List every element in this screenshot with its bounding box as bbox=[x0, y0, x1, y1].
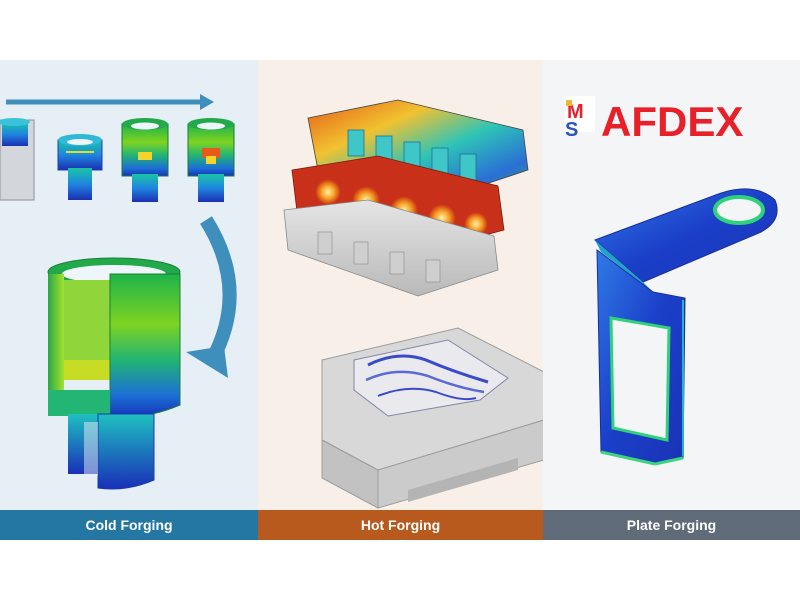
plate-forging-panel: M S AFDEX bbox=[543, 60, 800, 510]
hot-forging-illustration bbox=[283, 99, 543, 509]
svg-text:M: M bbox=[567, 101, 584, 123]
section-label-hot-forging: Hot Forging bbox=[258, 510, 543, 540]
svg-text:S: S bbox=[565, 119, 578, 141]
curved-down-arrow-icon bbox=[186, 216, 237, 378]
brand-name: AFDEX bbox=[601, 98, 743, 145]
hot-forging-panel bbox=[258, 60, 543, 510]
ms-logo-mark-icon: M S bbox=[565, 96, 595, 141]
cold-forged-part-cutaway bbox=[47, 257, 181, 490]
section-label-text: Plate Forging bbox=[626, 517, 717, 533]
right-arrow-icon bbox=[6, 94, 214, 110]
plate-forging-illustration: M S AFDEX bbox=[565, 96, 778, 466]
section-label-plate-forging: Plate Forging bbox=[543, 510, 800, 540]
section-label-text: Hot Forging bbox=[360, 517, 441, 533]
section-label-text: Cold Forging bbox=[85, 517, 173, 533]
forging-die-block bbox=[321, 327, 543, 509]
cold-forging-illustration bbox=[0, 94, 237, 490]
forging-stage-4 bbox=[187, 118, 235, 202]
forging-stage-1 bbox=[0, 118, 35, 201]
afdex-logo: M S AFDEX bbox=[565, 96, 743, 145]
cold-forging-panel bbox=[0, 60, 258, 510]
forging-stage-3 bbox=[121, 118, 169, 202]
lower-die bbox=[283, 199, 499, 297]
forging-stage-2 bbox=[57, 134, 103, 200]
plate-forged-bracket bbox=[594, 188, 778, 466]
section-label-cold-forging: Cold Forging bbox=[0, 510, 258, 540]
